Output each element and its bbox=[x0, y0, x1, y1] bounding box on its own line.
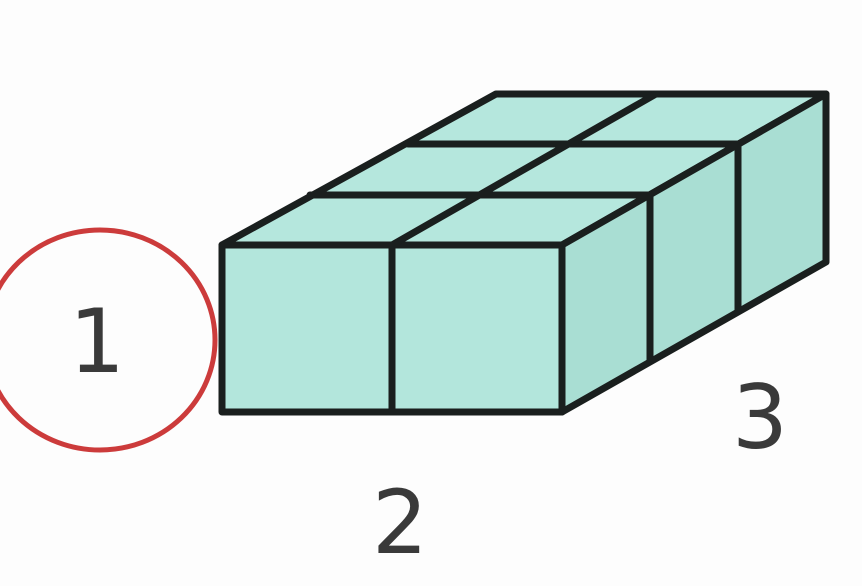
depth-label: 3 bbox=[732, 366, 788, 469]
unit-cube-edges bbox=[306, 90, 742, 416]
height-label: 1 bbox=[69, 290, 125, 393]
highlight-circle bbox=[0, 227, 218, 453]
width-label: 2 bbox=[372, 471, 428, 574]
top-divider-depth bbox=[388, 90, 660, 249]
